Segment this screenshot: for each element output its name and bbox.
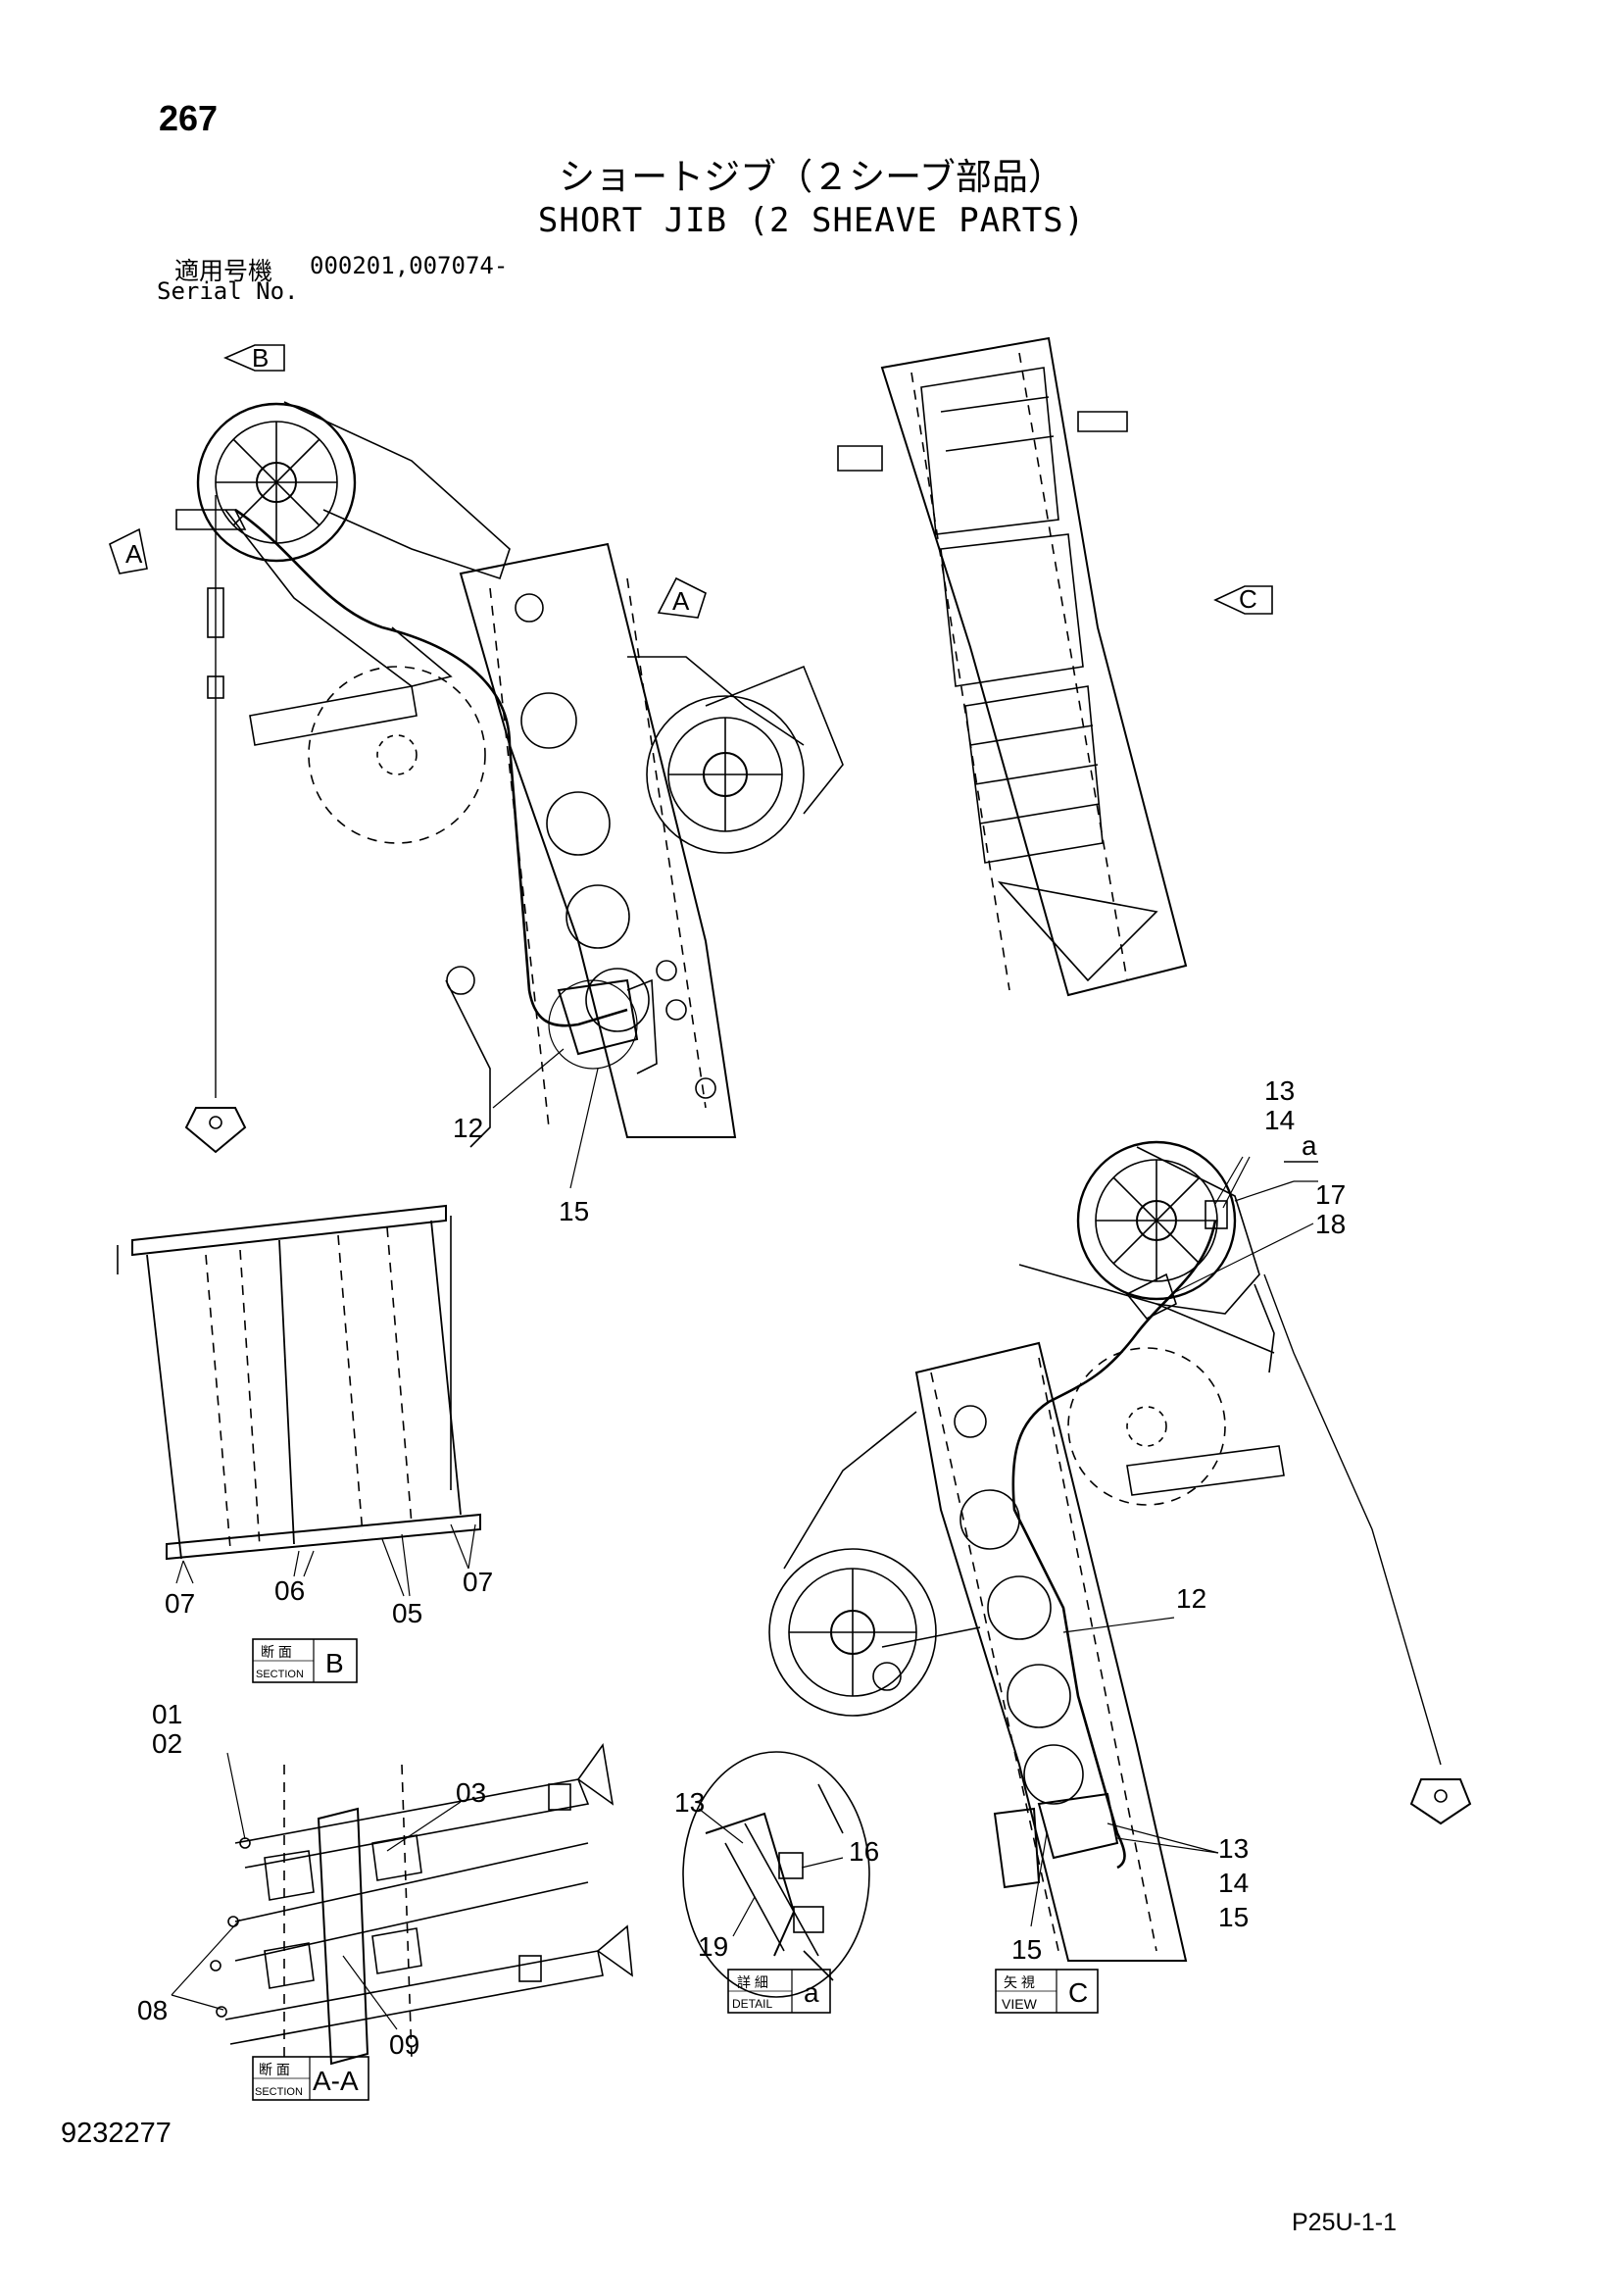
callout-14-right: 14 [1264, 1105, 1295, 1135]
section-b-en: SECTION [256, 1669, 304, 1680]
section-b-letter: B [325, 1648, 344, 1678]
view-marker-c [1213, 585, 1273, 615]
detail-a-jp: 詳 細 [737, 1974, 768, 1990]
callout-12-right: 12 [1176, 1583, 1206, 1614]
document-number: 9232277 [61, 2118, 172, 2149]
page-reference: P25U-1-1 [1292, 2209, 1397, 2236]
callout-13b-right: 13 [1218, 1833, 1249, 1864]
view-marker-a-left-label: A [125, 539, 143, 569]
section-aa-label: 断 面 SECTION A-A [252, 2056, 369, 2101]
section-aa-en: SECTION [255, 2086, 303, 2098]
section-aa-jp: 断 面 [259, 2062, 290, 2077]
section-b-label: 断 面 SECTION B [252, 1638, 358, 1683]
section-aa-view [171, 1742, 633, 2066]
callout-07-left: 07 [165, 1588, 195, 1619]
view-c-en: VIEW [1002, 1996, 1038, 2012]
callout-15b-right: 15 [1218, 1902, 1249, 1932]
callout-14b-right: 14 [1218, 1868, 1249, 1898]
detail-a-en: DETAIL [732, 1997, 772, 2011]
callout-18-right: 18 [1315, 1209, 1346, 1239]
section-aa-letter: A-A [313, 2066, 359, 2096]
serial-number-value: 000201,007074- [310, 252, 509, 279]
serial-label-english: Serial No. [157, 277, 299, 305]
view-marker-a-left [109, 527, 148, 574]
top-left-jib-view [175, 401, 844, 1189]
callout-08: 08 [137, 1995, 168, 2025]
detail-a-label: 詳 細 DETAIL a [727, 1969, 831, 2014]
serial-label-japanese: 適用号機 [174, 257, 273, 285]
callout-02: 02 [152, 1728, 182, 1759]
section-b-view [117, 1204, 481, 1597]
page-number: 267 [159, 98, 219, 138]
callout-13-right: 13 [1264, 1075, 1295, 1106]
callout-17-right: 17 [1315, 1179, 1346, 1210]
callout-13-detail: 13 [674, 1787, 705, 1818]
title-japanese: ショートジブ（２シーブ部品） [559, 156, 1064, 198]
callout-12-top: 12 [453, 1113, 483, 1143]
top-sheave [196, 402, 357, 563]
view-c-letter: C [1068, 1977, 1088, 2008]
callout-15-top: 15 [559, 1196, 589, 1226]
callout-19-detail: 19 [698, 1931, 728, 1962]
title-english: SHORT JIB (2 SHEAVE PARTS) [537, 201, 1086, 240]
callout-06: 06 [274, 1575, 305, 1606]
view-marker-c-label: C [1239, 584, 1257, 614]
view-markers [109, 344, 1273, 619]
callout-16-detail: 16 [849, 1836, 879, 1867]
right-jib-view [768, 1140, 1472, 1962]
section-b-jp: 断 面 [261, 1644, 292, 1660]
view-marker-b-label: B [252, 343, 269, 373]
callout-15-right: 15 [1011, 1934, 1042, 1965]
callout-03: 03 [456, 1777, 486, 1808]
detail-a-letter: a [804, 1977, 819, 2008]
callout-09: 09 [389, 2029, 419, 2060]
callout-07-right: 07 [463, 1567, 493, 1597]
view-c-plan [837, 336, 1188, 997]
view-marker-a-right [657, 576, 707, 619]
view-c-label: 矢 視 VIEW C [995, 1969, 1099, 2014]
callout-01: 01 [152, 1699, 182, 1729]
view-marker-b [222, 344, 285, 372]
callout-05: 05 [392, 1598, 422, 1628]
view-c-jp: 矢 視 [1004, 1974, 1035, 1990]
detail-a-view [682, 1751, 870, 1998]
view-marker-a-right-label: A [672, 586, 690, 616]
callout-a-right: a [1302, 1130, 1317, 1161]
